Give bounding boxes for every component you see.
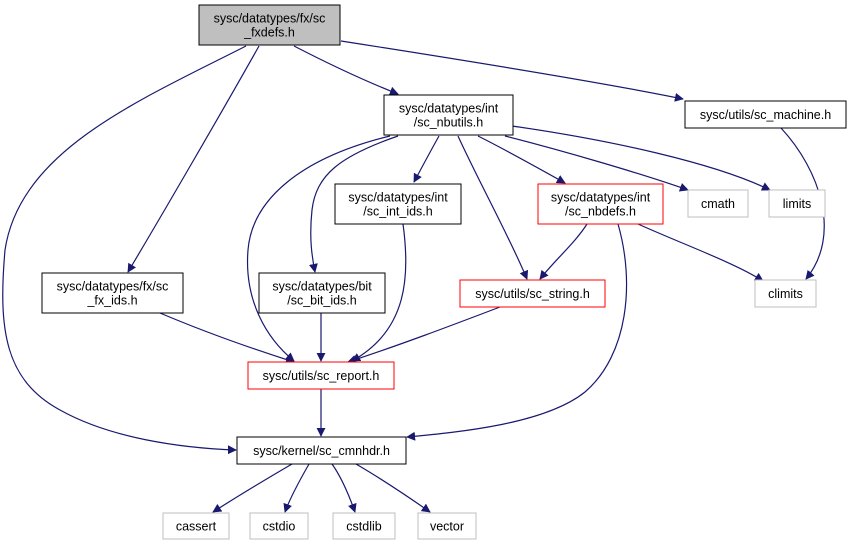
node-box (687, 189, 749, 218)
node-box (41, 272, 184, 314)
node-label-line: cassert (176, 520, 217, 534)
edge-nbutils-to-string (457, 135, 529, 280)
edge-root-to-nbutils (293, 45, 399, 96)
node-box (334, 183, 462, 225)
edge-cmnhdr-to-cstdio (283, 463, 310, 513)
node-box (537, 183, 664, 225)
edge-nbdefs-to-cmnhdr (406, 223, 628, 441)
node-label-line: cmath (701, 197, 735, 211)
node-string[interactable]: sysc/utils/sc_string.h (459, 279, 606, 308)
node-label-line: _fx_ids.h (86, 294, 137, 308)
edge-string-to-report (347, 306, 501, 364)
edge-nbutils-to-nbdefs (477, 135, 566, 184)
node-box (459, 279, 606, 308)
node-label-line: limits (783, 197, 811, 211)
node-label-line: sysc/kernel/sc_cmnhdr.h (253, 444, 390, 458)
node-label-line: sysc/utils/sc_string.h (475, 287, 590, 301)
node-machine[interactable]: sysc/utils/sc_machine.h (684, 100, 847, 129)
node-box (247, 361, 395, 390)
node-box (332, 512, 396, 540)
node-label-line: sysc/datatypes/fx/sc (214, 12, 326, 26)
node-label-line: /sc_int_ids.h (363, 205, 433, 219)
node-limits[interactable]: limits (768, 189, 826, 218)
node-label-line: _fxdefs.h (243, 26, 295, 40)
node-cstdlib[interactable]: cstdlib (332, 512, 396, 540)
edge-nbutils-to-cmath (504, 135, 689, 192)
node-box (383, 94, 514, 136)
node-root[interactable]: sysc/datatypes/fx/sc_fxdefs.h (198, 4, 341, 46)
node-label-line: vector (430, 520, 464, 534)
node-box (684, 100, 847, 129)
node-nbdefs[interactable]: sysc/datatypes/int/sc_nbdefs.h (537, 183, 664, 225)
edge-root-to-fx_ids (127, 45, 260, 273)
edge-cmnhdr-to-cassert (212, 463, 293, 513)
node-nbutils[interactable]: sysc/datatypes/int/sc_nbutils.h (383, 94, 514, 136)
node-vector[interactable]: vector (417, 512, 477, 540)
edge-nbutils-to-report (246, 135, 391, 362)
edge-nbutils-to-bit_ids (308, 135, 399, 273)
node-box (417, 512, 477, 540)
node-bit-ids[interactable]: sysc/datatypes/bit/sc_bit_ids.h (258, 272, 386, 314)
node-box (768, 189, 826, 218)
edge-nbutils-to-int_ids (413, 135, 440, 183)
node-fx-ids[interactable]: sysc/datatypes/fx/sc_fx_ids.h (41, 272, 184, 314)
node-box (236, 436, 407, 465)
node-box (198, 4, 341, 46)
node-box (249, 512, 309, 540)
edge-nbdefs-to-string (539, 223, 588, 280)
edge-fx_ids-to-report (159, 312, 295, 364)
edge-int_ids-to-report (351, 223, 407, 362)
node-label-line: /sc_bit_ids.h (287, 294, 357, 308)
edge-nbutils-to-limits (511, 125, 771, 191)
node-label-line: sysc/datatypes/int (399, 102, 499, 116)
node-label-line: /sc_nbutils.h (414, 116, 484, 130)
node-box (162, 512, 230, 540)
edge-cmnhdr-to-cstdlib (331, 463, 357, 513)
node-label-line: sysc/datatypes/bit (272, 280, 372, 294)
node-report[interactable]: sysc/utils/sc_report.h (247, 361, 395, 390)
node-label-line: climits (768, 287, 803, 301)
node-label-line: sysc/utils/sc_report.h (263, 369, 380, 383)
node-box (754, 279, 817, 308)
edge-nbdefs-to-climits (637, 223, 764, 282)
node-label-line: sysc/datatypes/int (348, 191, 448, 205)
node-cmnhdr[interactable]: sysc/kernel/sc_cmnhdr.h (236, 436, 407, 465)
node-label-line: sysc/datatypes/fx/sc (57, 280, 169, 294)
node-label-line: sysc/datatypes/int (551, 191, 651, 205)
node-climits[interactable]: climits (754, 279, 817, 308)
node-label-line: /sc_nbdefs.h (565, 205, 636, 219)
node-box (258, 272, 386, 314)
edge-root-to-machine (340, 40, 684, 102)
node-int-ids[interactable]: sysc/datatypes/int/sc_int_ids.h (334, 183, 462, 225)
edge-root-to-cmnhdr (2, 45, 247, 455)
node-label-line: cstdlib (346, 520, 381, 534)
node-label-line: sysc/utils/sc_machine.h (700, 108, 831, 122)
node-cmath[interactable]: cmath (687, 189, 749, 218)
nodes-layer: sysc/datatypes/fx/sc_fxdefs.hsysc/dataty… (41, 4, 847, 540)
edge-cmnhdr-to-vector (355, 463, 431, 513)
edges-layer (2, 40, 825, 513)
node-label-line: cstdio (263, 520, 296, 534)
node-cstdio[interactable]: cstdio (249, 512, 309, 540)
node-cassert[interactable]: cassert (162, 512, 230, 540)
